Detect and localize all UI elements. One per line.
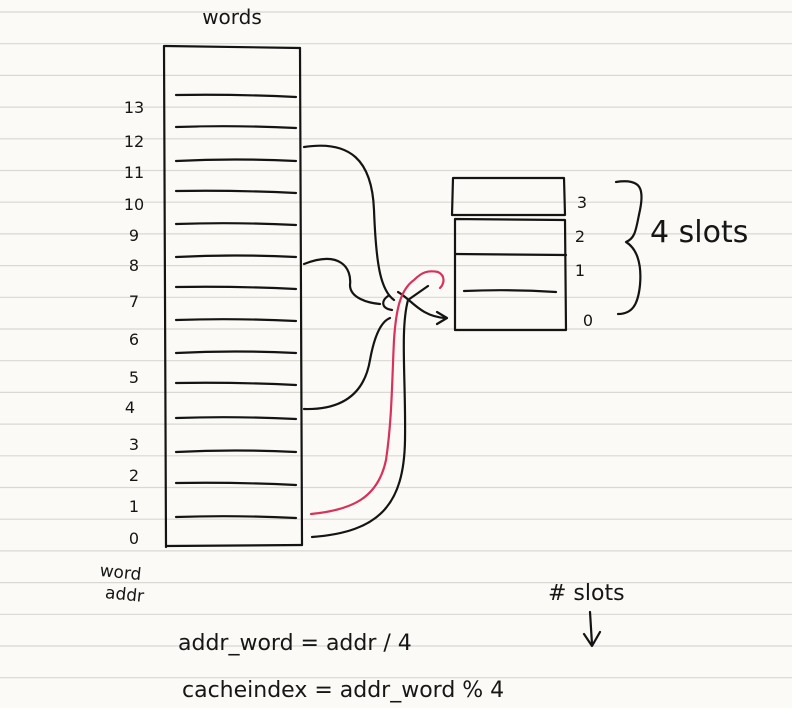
memory-row-divider <box>174 125 298 130</box>
memory-title: words <box>202 5 262 29</box>
memory-row-labels: 13 12 11 10 9 8 7 6 5 4 3 2 1 0 <box>124 98 144 548</box>
memory-column <box>162 44 304 549</box>
formula-addr-word: addr_word = addr / 4 <box>178 631 412 656</box>
memory-row-divider <box>174 285 298 291</box>
slots-label: 4 slots <box>650 215 748 250</box>
axis-label-word: word <box>99 561 143 585</box>
row-label: 2 <box>129 466 139 485</box>
formula-cache-index: cacheindex = addr_word % 4 <box>182 678 504 703</box>
row-label: 9 <box>129 226 139 245</box>
memory-right-edge <box>298 46 304 547</box>
axis-label-addr: addr <box>104 583 145 607</box>
row-label: 11 <box>124 163 144 182</box>
cache-slot-label: 0 <box>583 311 593 330</box>
cache-divider <box>462 289 558 294</box>
arrowhead <box>435 310 449 326</box>
cache-divider <box>453 252 568 257</box>
row-label: 6 <box>129 330 139 349</box>
cache-lower-box <box>453 217 568 332</box>
mapping-curves <box>302 144 449 539</box>
row-label: 1 <box>129 497 139 516</box>
memory-row-divider <box>174 416 298 421</box>
cache-slot-label: 1 <box>575 261 585 280</box>
memory-row-divider <box>174 381 298 387</box>
memory-row-divider <box>174 254 298 259</box>
memory-row-divider <box>174 189 298 195</box>
memory-bottom-edge <box>164 543 304 548</box>
row-label: 13 <box>124 98 144 117</box>
mapping-curve <box>310 284 430 539</box>
row-label: 4 <box>125 398 135 417</box>
memory-row-divider <box>174 481 298 487</box>
row-label: 10 <box>124 195 144 214</box>
mapping-curve <box>302 257 382 306</box>
memory-row-divider <box>174 222 298 227</box>
cache-slot-label: 2 <box>575 227 585 246</box>
memory-row-divider <box>174 350 298 355</box>
memory-top-edge <box>163 44 302 50</box>
ruled-lines <box>0 11 792 679</box>
cache-slot-label: 3 <box>577 193 587 212</box>
mapping-curve <box>302 316 392 411</box>
annotation-arrow <box>582 610 602 648</box>
memory-row-divider <box>174 93 298 99</box>
mapping-curve <box>396 290 447 320</box>
memory-row-divider <box>174 515 298 520</box>
row-label: 0 <box>129 529 139 548</box>
memory-left-edge <box>162 44 168 549</box>
row-label: 7 <box>129 292 139 311</box>
slots-annotation: # slots <box>548 581 625 606</box>
curly-brace <box>614 180 643 316</box>
row-label: 12 <box>124 132 144 151</box>
memory-row-divider <box>174 158 298 163</box>
row-label: 8 <box>129 256 139 275</box>
highlight-path <box>309 270 445 516</box>
cache-block <box>450 176 568 332</box>
memory-row-divider <box>174 318 298 323</box>
row-label: 3 <box>129 435 139 454</box>
memory-row-dividers <box>174 93 298 520</box>
mapping-curve <box>302 144 396 302</box>
memory-row-divider <box>174 449 298 454</box>
cache-slot-3-box <box>450 176 567 217</box>
arrowhead <box>382 294 394 312</box>
row-label: 5 <box>129 368 139 387</box>
